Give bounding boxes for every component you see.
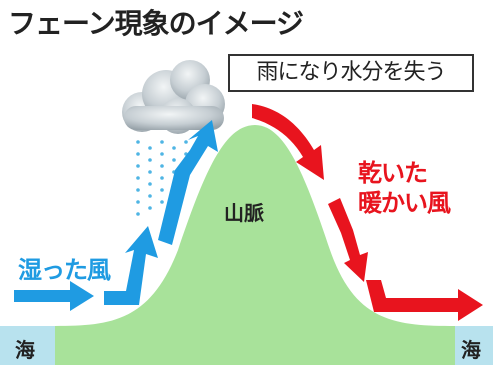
sea-label-right: 海 [461,338,481,362]
mountain [55,125,455,365]
sea-label-left: 海 [15,338,35,362]
mountain-label: 山脈 [224,201,264,225]
dry-wind-label-line2: 暖かい風 [358,189,451,217]
dry-wind-label: 乾いた 暖かい風 [358,158,490,218]
page-title: フェーン現象のイメージ [8,7,304,40]
humid-wind-arrows [14,120,218,311]
cloud-icon [122,60,225,134]
dry-wind-label-line1: 乾いた [358,159,428,187]
dry-wind-arrows [252,104,483,321]
rain-callout: 雨になり水分を失う [228,54,474,92]
humid-wind-label: 湿った風 [18,256,111,284]
